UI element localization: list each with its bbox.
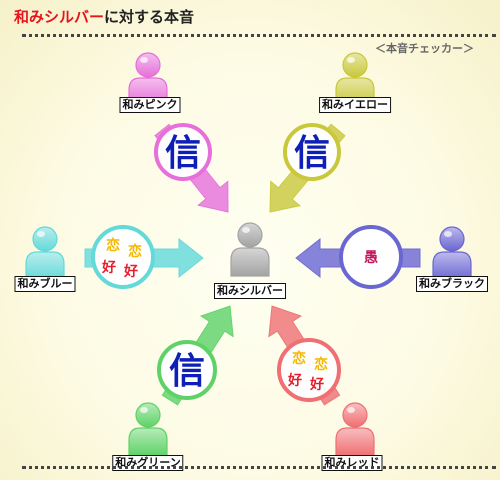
- black-message-badge: 愚: [339, 225, 403, 289]
- green-message-badge: 信: [157, 340, 217, 400]
- pink-message-badge-text: 信: [165, 133, 201, 174]
- page-title: 和みシルバーに対する本音: [14, 6, 194, 27]
- center-figure-body: [230, 247, 270, 277]
- blue-message-badge-char-1: 恋: [128, 243, 142, 260]
- black-figure-head: [439, 226, 465, 252]
- blue-message-badge-char-0: 恋: [106, 237, 120, 254]
- yellow-figure-head-shine: [347, 57, 355, 63]
- title-rest: に対する本音: [104, 8, 195, 26]
- black-name-label: 和みブラック: [416, 276, 488, 292]
- yellow-name-label: 和みイエロー: [319, 97, 391, 113]
- yellow-message-badge-ring: [283, 123, 341, 181]
- subtitle: ＜本音チェッカー＞: [375, 42, 474, 55]
- green-message-badge-text: 信: [169, 351, 205, 392]
- green-message-badge-ring: [157, 340, 217, 400]
- pink-message-badge: 信: [154, 123, 212, 181]
- red-figure-head: [342, 402, 368, 428]
- black-message-badge-ring: [339, 225, 403, 289]
- blue-figure: [25, 226, 65, 281]
- yellow-message-badge-text: 信: [294, 133, 330, 174]
- pink-figure-head-shine: [140, 57, 148, 63]
- blue-figure-body: [25, 251, 65, 281]
- blue-message-badge-char-2: 好: [101, 259, 116, 276]
- green-figure-body: [128, 427, 168, 457]
- blue-name-label: 和みブルー: [14, 276, 76, 292]
- black-figure-body: [432, 251, 472, 281]
- green-figure: [128, 402, 168, 457]
- bottom-dotted-divider: [22, 466, 496, 469]
- red-figure: [335, 402, 375, 457]
- red-message-badge-char-0: 恋: [292, 350, 306, 367]
- black-message-badge-text: 愚: [364, 250, 378, 266]
- blue-figure-head: [32, 226, 58, 252]
- red-message-badge-char-1: 恋: [314, 356, 328, 373]
- title-highlight: 和みシルバー: [14, 8, 105, 26]
- green-figure-head-shine: [140, 407, 148, 413]
- blue-message-badge-char-3: 好: [123, 263, 138, 280]
- center-figure: [230, 222, 270, 277]
- red-figure-head-shine: [347, 407, 355, 413]
- blue-figure-head-shine: [37, 231, 45, 237]
- pink-message-badge-ring: [154, 123, 212, 181]
- red-message-badge-char-3: 好: [309, 376, 324, 393]
- pink-name-label: 和みピンク: [119, 97, 181, 113]
- blue-message-badge: 恋恋好好: [91, 225, 155, 289]
- red-figure-body: [335, 427, 375, 457]
- red-message-badge: 恋恋好好: [277, 338, 341, 402]
- center-name-label: 和みシルバー: [214, 283, 286, 299]
- green-figure-head: [135, 402, 161, 428]
- black-figure-head-shine: [444, 231, 452, 237]
- pink-figure-head: [135, 52, 161, 78]
- yellow-message-badge: 信: [283, 123, 341, 181]
- center-figure-head: [237, 222, 263, 248]
- red-message-badge-ring: [277, 338, 341, 402]
- black-figure: [432, 226, 472, 281]
- red-message-badge-char-2: 好: [287, 372, 302, 389]
- top-dotted-divider: [22, 34, 496, 37]
- blue-message-badge-ring: [91, 225, 155, 289]
- center-figure-head-shine: [242, 227, 250, 233]
- yellow-figure-head: [342, 52, 368, 78]
